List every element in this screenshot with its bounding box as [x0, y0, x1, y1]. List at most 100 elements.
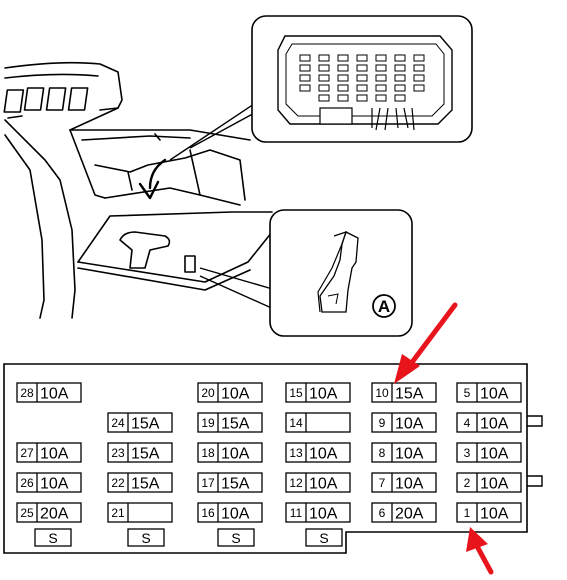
fuse-18: 18 10A — [197, 442, 263, 463]
fuse-number: 8 — [379, 446, 386, 460]
fuse-puller-inset: A — [269, 209, 413, 337]
fuse-rating: 10A — [480, 416, 509, 433]
mini-fuse — [375, 94, 387, 102]
fuse-rating: 20A — [395, 506, 424, 523]
fuse-rating: 10A — [40, 386, 69, 403]
spare-fuse-slot: S — [34, 528, 72, 547]
fuse-rating: 15A — [131, 476, 160, 493]
fuse-number: 1 — [464, 506, 471, 520]
fuse-number: 5 — [464, 386, 471, 400]
mini-fuse — [375, 84, 387, 92]
fuse-rating: 10A — [40, 476, 69, 493]
mini-fuse — [337, 94, 349, 102]
fuse-number: 7 — [379, 476, 386, 490]
fuse-rating: 10A — [309, 446, 338, 463]
fuse-rating: 10A — [221, 446, 250, 463]
fuse-rating: 15A — [131, 416, 160, 433]
fuse-rating: 10A — [480, 386, 509, 403]
fuse-block-inset — [251, 15, 473, 143]
fuse-21: 21 — [107, 502, 173, 523]
mini-fuse — [413, 84, 425, 92]
fuse-number: 15 — [289, 386, 303, 400]
fuse-number: 20 — [201, 386, 215, 400]
fuse-number: 11 — [290, 506, 303, 520]
mini-fuse — [394, 54, 406, 62]
mini-fuse — [356, 54, 368, 62]
fuse-rating: 10A — [309, 386, 338, 403]
fuse-rating: 10A — [395, 446, 424, 463]
fuse-20: 20 10A — [197, 382, 263, 403]
fuse-19: 19 15A — [197, 412, 263, 433]
fuse-number: 25 — [20, 506, 34, 520]
fuse-number: 22 — [111, 476, 125, 490]
fuse-rating: 10A — [395, 476, 424, 493]
fuse-rating: 10A — [480, 506, 509, 523]
fuse-rating: 15A — [131, 446, 160, 463]
mini-fuse — [394, 94, 406, 102]
fuse-number: 4 — [464, 416, 471, 430]
fuse-number: 28 — [20, 386, 34, 400]
mini-fuse — [413, 64, 425, 72]
spare-label: S — [231, 530, 240, 546]
fuse-25: 25 20A — [16, 502, 82, 523]
fuse-rating: 15A — [221, 476, 250, 493]
mini-fuse — [394, 74, 406, 82]
mini-fuse — [318, 54, 330, 62]
mini-fuse — [356, 94, 368, 102]
spare-fuse-slot: S — [217, 528, 255, 547]
fuse-1: 1 10A — [456, 502, 522, 523]
fuse-number: 18 — [201, 446, 215, 460]
mini-fuse — [356, 84, 368, 92]
fuse-27: 27 10A — [16, 442, 82, 463]
fuse-rating: 10A — [221, 386, 250, 403]
mini-fuse — [337, 64, 349, 72]
fuse-10: 10 15A — [371, 382, 437, 403]
fuse-number: 14 — [289, 416, 303, 430]
spare-label: S — [141, 530, 150, 546]
mini-fuse — [337, 74, 349, 82]
mini-fuse — [413, 54, 425, 62]
fuse-26: 26 10A — [16, 472, 82, 493]
fuse-number: 23 — [111, 446, 125, 460]
fuse-23: 23 15A — [107, 442, 173, 463]
fuse-number: 19 — [201, 416, 215, 430]
fuse-15: 15 10A — [285, 382, 351, 403]
mini-fuse — [375, 74, 387, 82]
dashboard-illustration — [3, 61, 273, 319]
fuse-rating: 20A — [40, 506, 69, 523]
mini-fuse — [375, 64, 387, 72]
fuse-28: 28 10A — [16, 382, 82, 403]
spare-label: S — [319, 530, 328, 546]
fuse-number: 2 — [464, 476, 471, 490]
fuse-rating: 15A — [395, 386, 424, 403]
mini-fuse — [318, 84, 330, 92]
fuse-number: 12 — [289, 476, 303, 490]
fuse-number: 10 — [375, 386, 389, 400]
leader-lines — [169, 99, 277, 311]
fuse-12: 12 10A — [285, 472, 351, 493]
fuse-number: 26 — [20, 476, 34, 490]
mini-fuse — [337, 84, 349, 92]
fuse-7: 7 10A — [371, 472, 437, 493]
fuse-number: 27 — [20, 446, 34, 460]
mini-fuse — [318, 74, 330, 82]
spare-label: S — [48, 530, 57, 546]
mini-fuse — [375, 54, 387, 62]
fuse-rating: 15A — [221, 416, 250, 433]
spare-fuse-slot: S — [127, 528, 165, 547]
fuse-22: 22 15A — [107, 472, 173, 493]
fuse-rating: 10A — [480, 476, 509, 493]
highlight-arrow-lower — [466, 527, 494, 575]
fuse-rating: 10A — [480, 446, 509, 463]
fuse-5: 5 10A — [456, 382, 522, 403]
fuse-rating: 10A — [309, 476, 338, 493]
fuse-14: 14 — [285, 412, 351, 433]
fuse-number: 17 — [201, 476, 215, 490]
fuse-rating: 10A — [40, 446, 69, 463]
